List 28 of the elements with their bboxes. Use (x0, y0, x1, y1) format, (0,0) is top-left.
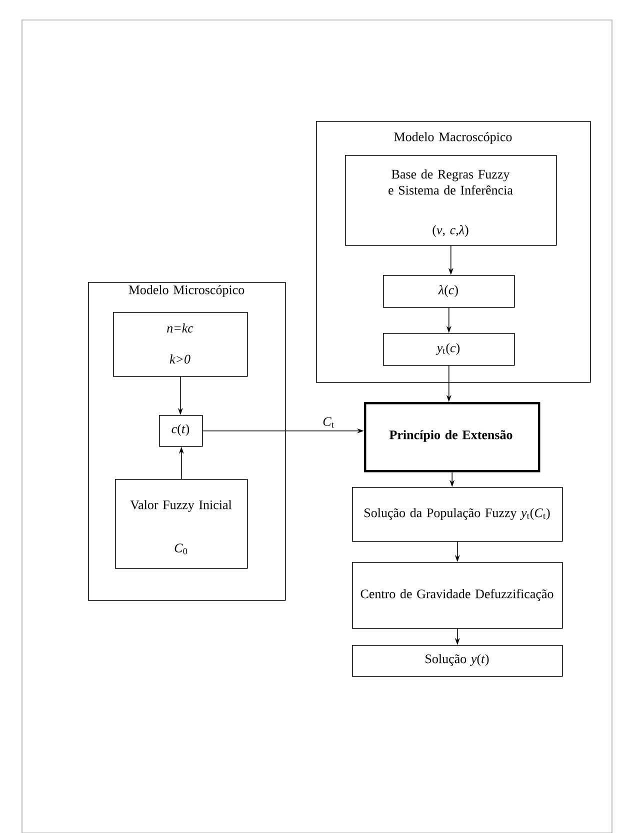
process-box (352, 645, 563, 677)
box-text: Valor Fuzzy Inicial (130, 500, 232, 512)
formula-text: λ(c) (438, 285, 458, 297)
panel-frame (88, 282, 286, 601)
formula-text: C$_{0}$ (174, 544, 188, 554)
panel-title: Modelo Microscópico (128, 285, 244, 297)
edge-label: C$_{t}$ (323, 417, 334, 428)
process-box (115, 479, 248, 569)
formula-text: c(t) (172, 424, 190, 436)
formula-text: (v, c,λ) (432, 225, 468, 237)
formula-text: k>0 (170, 354, 190, 364)
process-box (159, 415, 203, 447)
process-box (383, 333, 515, 366)
box-text: Base de Regras Fuzzy e Sistema de Inferência (388, 169, 513, 195)
process-box (352, 562, 563, 629)
box-text: Centro de Gravidade Defuzzificação (360, 589, 554, 601)
box-text: Solução da População Fuzzy y$_{t}$(C$_{t}$) (364, 508, 550, 520)
box-text: Solução y(t) (426, 654, 489, 666)
process-box (345, 155, 557, 246)
process-box (383, 275, 515, 308)
box-text: Princípio de Extensão (389, 430, 512, 442)
emphasis-box (364, 402, 540, 472)
formula-text: n=kc (167, 323, 194, 333)
process-box (352, 487, 563, 542)
process-box (113, 312, 248, 377)
panel-title: Modelo Macroscópico (394, 132, 512, 144)
formula-text: y$_{t}$(c) (436, 343, 460, 355)
panel-frame (316, 121, 591, 383)
